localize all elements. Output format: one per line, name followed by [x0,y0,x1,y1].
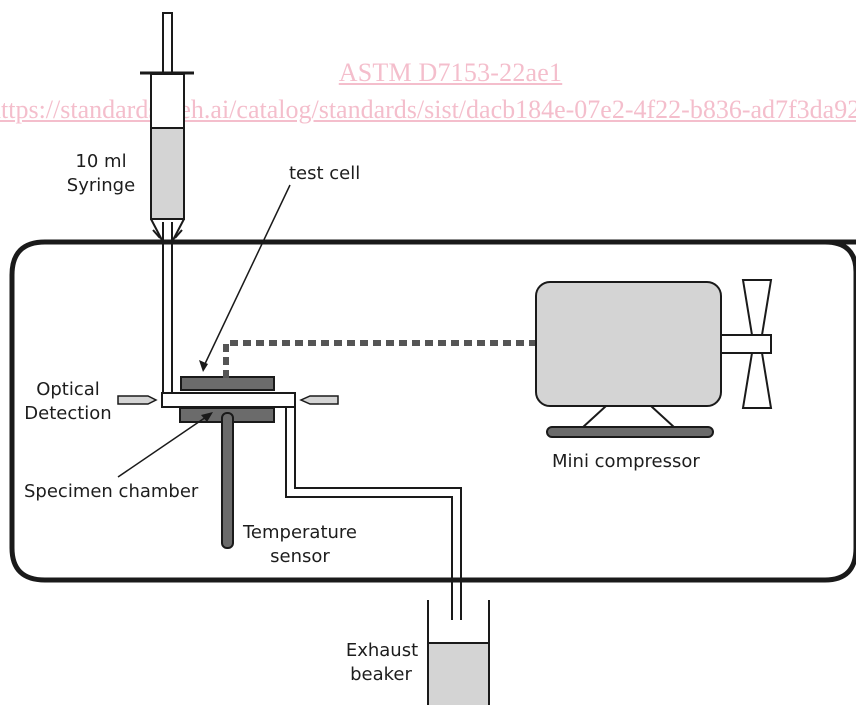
optical-detection-label-line1: Optical [36,379,100,400]
syringe-fluid [152,128,183,218]
exhaust-tube-outer [285,407,453,620]
apparatus-enclosure [9,239,856,583]
fan-blade-top [741,279,773,336]
enclosure-right-edge [824,239,856,548]
compressor-base [546,426,714,438]
temperature-sensor-label-line1: Temperature [242,522,358,543]
air-line-dashed [223,340,535,378]
test-cell-label: test cell [289,163,361,184]
compressor-body [535,281,722,407]
test-cell-top [180,376,275,391]
specimen-plate [161,392,296,408]
mini-compressor-label: Mini compressor [552,451,700,472]
compressor-stand [581,405,676,429]
syringe-label-line1: 10 ml [75,151,127,172]
specimen-chamber-label: Specimen chamber [24,481,199,502]
specimen-chamber-leader-head [201,412,213,422]
exhaust-beaker-label-line2: beaker [350,664,412,685]
beaker-liquid [428,643,489,705]
optical-arrow-right [299,395,339,405]
fan-blade-bottom [741,352,773,409]
temperature-sensor-rod [221,412,234,549]
exhaust-beaker-label-line1: Exhaust [345,640,419,661]
exhaust-tube-inner [294,407,462,620]
optical-arrow-left [117,395,158,405]
specimen-chamber-leader [117,414,210,478]
optical-detection-label-line2: Detection [24,403,112,424]
test-cell-leader [202,184,291,369]
compressor-shaft [720,334,772,354]
temperature-sensor-label-line2: sensor [270,546,330,567]
syringe-tip [150,218,185,243]
test-cell-leader-head [199,360,208,372]
syringe-label-line2: Syringe [66,175,136,196]
syringe-plunger-rod [162,12,173,74]
